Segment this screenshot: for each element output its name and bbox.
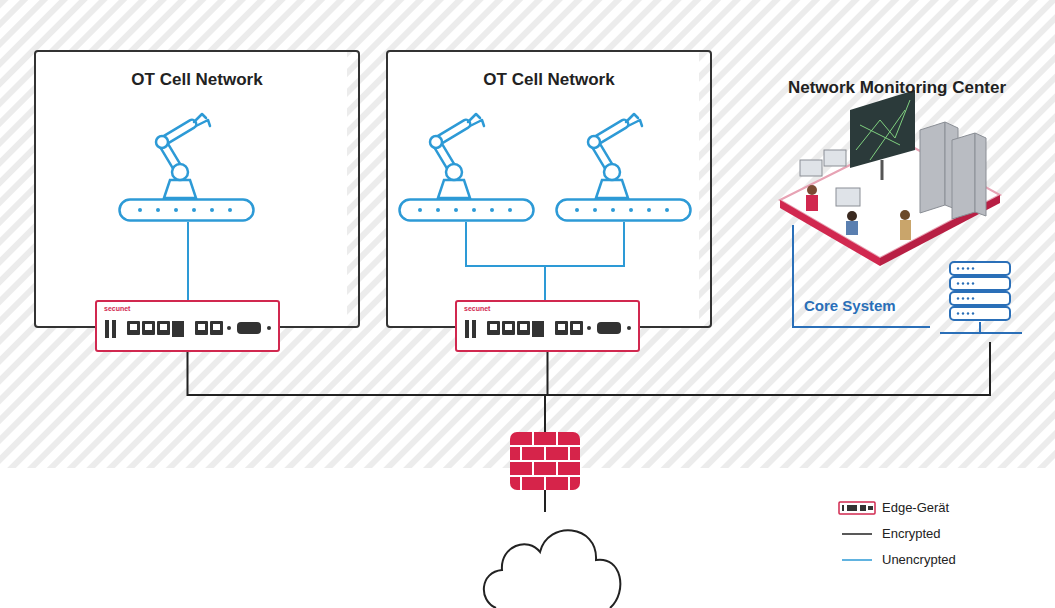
legend-text: Encrypted bbox=[882, 526, 941, 541]
legend-text: Edge-Gerät bbox=[882, 500, 949, 515]
area-title: OT Cell Network bbox=[36, 52, 358, 90]
legend-text: Unencrypted bbox=[882, 552, 956, 567]
legend-sample bbox=[838, 500, 876, 516]
legend-sample bbox=[838, 526, 876, 542]
core-system: Core System bbox=[790, 225, 1030, 342]
legend-sample bbox=[838, 552, 876, 568]
monitoring-center: Network Monitoring CenterCore System bbox=[725, 60, 1055, 350]
area-title: Network Monitoring Center bbox=[725, 60, 1055, 98]
cell-network-box: OT Cell Network secunet bbox=[34, 50, 360, 328]
edge-device: secunet bbox=[455, 300, 640, 352]
brand-label: secunet bbox=[464, 305, 490, 312]
area-title: OT Cell Network bbox=[388, 52, 710, 90]
brand-label: secunet bbox=[104, 305, 130, 312]
core-system-art bbox=[790, 225, 1030, 342]
cell-network-box: OT Cell Network secunet bbox=[386, 50, 712, 328]
edge-device: secunet bbox=[95, 300, 280, 352]
system-label: Core System bbox=[804, 297, 896, 314]
